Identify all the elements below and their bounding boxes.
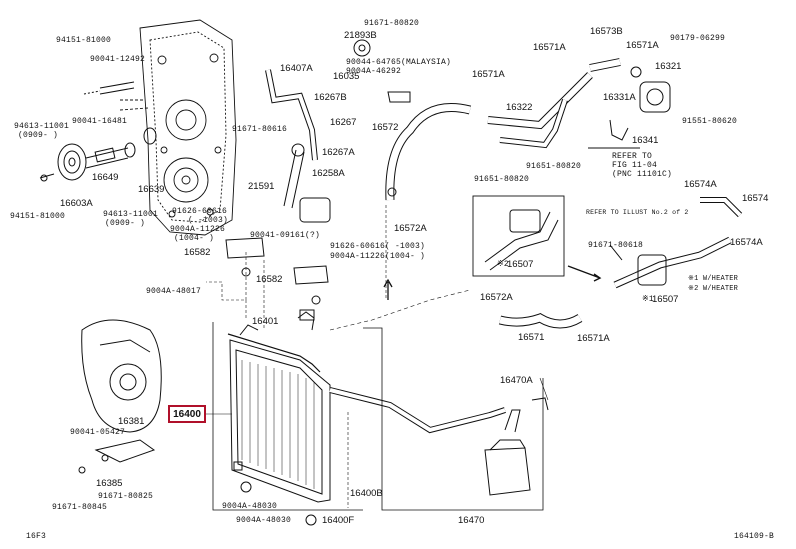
label-16401: 16401 [252, 316, 279, 327]
water-pump [78, 319, 162, 474]
heater-hoses [498, 197, 743, 329]
label-90041-12492: 90041-12492 [90, 55, 146, 64]
leader-lines [205, 205, 549, 508]
label-16331A: 16331A [603, 92, 636, 103]
label-16571A-d: 16571A [577, 333, 610, 344]
label-21591: 21591 [248, 181, 275, 192]
label-16470A: 16470A [500, 375, 533, 386]
label-mark-2-inset: ※2 [497, 260, 509, 269]
label-16507-inset: 16507 [507, 259, 534, 270]
label-16267A: 16267A [322, 147, 355, 158]
label-90044-64765: 90044-64765(MALAYSIA) [346, 58, 452, 67]
label-9004A-46292: 9004A-46292 [346, 67, 402, 76]
label-91651-80820-a: 91651-80820 [526, 162, 582, 171]
label-91651-80820-b: 91651-80820 [474, 175, 530, 184]
label-0909-b: (0909- ) [105, 219, 146, 228]
label-16571A-c: 16571A [472, 69, 505, 80]
label-fig-11-04: FIG 11-04 [612, 161, 658, 170]
crank-pulley [39, 81, 157, 182]
label-16571: 16571 [518, 332, 545, 343]
inset-valve [484, 209, 559, 271]
label-16321: 16321 [655, 61, 682, 72]
label-90041-16481: 90041-16481 [72, 117, 128, 126]
label-16582-a: 16582 [184, 247, 211, 258]
highlighted-part-16400[interactable]: 16400 [168, 405, 206, 423]
label-1004-a: (1004- ) [174, 234, 215, 243]
label-16470: 16470 [458, 515, 485, 526]
footer-left-code: 16F3 [26, 532, 47, 541]
label-9004A-48017: 9004A-48017 [146, 287, 202, 296]
label-16258A: 16258A [312, 168, 345, 179]
label-16507: 16507 [652, 294, 679, 305]
label-94151-81000-top: 94151-81000 [56, 36, 112, 45]
radiator-core [227, 309, 331, 526]
label-pnc-11101c: (PNC 11101C) [612, 170, 673, 179]
label-16341: 16341 [632, 135, 659, 146]
label-16603A: 16603A [60, 198, 93, 209]
label-9004A-11226-a: 9004A-11226 [170, 225, 226, 234]
label-91551-80620: 91551-80620 [682, 117, 738, 126]
label-94151-81000-bottom: 94151-81000 [10, 212, 66, 221]
label-91671-80618: 91671-80618 [588, 241, 644, 250]
label-16573B: 16573B [590, 26, 623, 37]
label-91671-80845: 91671-80845 [52, 503, 108, 512]
label-16385: 16385 [96, 478, 123, 489]
label-91626-60616-b: 91626-60616( -1003) [330, 242, 426, 251]
reservoir-tank [329, 387, 549, 496]
label-16407A: 16407A [280, 63, 313, 74]
label-16582-b: 16582 [256, 274, 283, 285]
label-90041-05427: 90041-05427 [70, 428, 126, 437]
label-refer-illust: REFER TO ILLUST No.2 of 2 [586, 209, 689, 216]
label-91671-80616: 91671-80616 [232, 125, 288, 134]
label-16571A-a: 16571A [533, 42, 566, 53]
label-16572: 16572 [372, 122, 399, 133]
label-16649: 16649 [92, 172, 119, 183]
label-note-1: ※1 W/HEATER [688, 275, 739, 283]
label-0909-a: (0909- ) [18, 131, 59, 140]
label-16400B: 16400B [350, 488, 383, 499]
label-note-2: ※2 W/HEATER [688, 285, 739, 293]
label-21893B: 21893B [344, 30, 377, 41]
label-16267B: 16267B [314, 92, 347, 103]
brackets [225, 39, 640, 305]
label-16035: 16035 [333, 71, 360, 82]
label-9004A-48030-a: 9004A-48030 [222, 502, 278, 511]
label-91626-60616-a: 91626-60616 [172, 207, 228, 216]
label-16572A-top: 16572A [394, 223, 427, 234]
label-16322: 16322 [506, 102, 533, 113]
label-91671-80820-top: 91671-80820 [364, 19, 420, 28]
label-16574A-b: 16574A [730, 237, 763, 248]
flow-arrow [383, 278, 393, 300]
label-16571A-b: 16571A [626, 40, 659, 51]
label-9004A-11226-b: 9004A-11226(1004- ) [330, 252, 426, 261]
label-16400F: 16400F [322, 515, 355, 526]
inset-frame [472, 195, 565, 277]
radiator-group-frame [212, 322, 544, 511]
label-16267: 16267 [330, 117, 357, 128]
engine-timing-cover [119, 19, 237, 236]
label-refer-to: REFER TO [612, 152, 653, 161]
label-16574: 16574 [742, 193, 769, 204]
label-90179-06299: 90179-06299 [670, 34, 726, 43]
footer-right-code: 164109-B [734, 532, 775, 541]
label-90041-09161: 90041-09161(?) [250, 231, 321, 240]
upper-hoses [385, 58, 671, 201]
inset-arrow [567, 265, 602, 282]
label-9004A-48030-b: 9004A-48030 [236, 516, 292, 525]
label-1003-a: ( -1003) [188, 216, 229, 225]
label-94613-11001-a: 94613-11001 [14, 122, 70, 131]
label-16574A-a: 16574A [684, 179, 717, 190]
label-91671-80825: 91671-80825 [98, 492, 154, 501]
label-16572A-bottom: 16572A [480, 292, 513, 303]
label-94613-11001-b: 94613-11001 [103, 210, 159, 219]
label-16381: 16381 [118, 416, 145, 427]
label-16639: 16639 [138, 184, 165, 195]
label-mark-1: ※1 [642, 295, 654, 304]
